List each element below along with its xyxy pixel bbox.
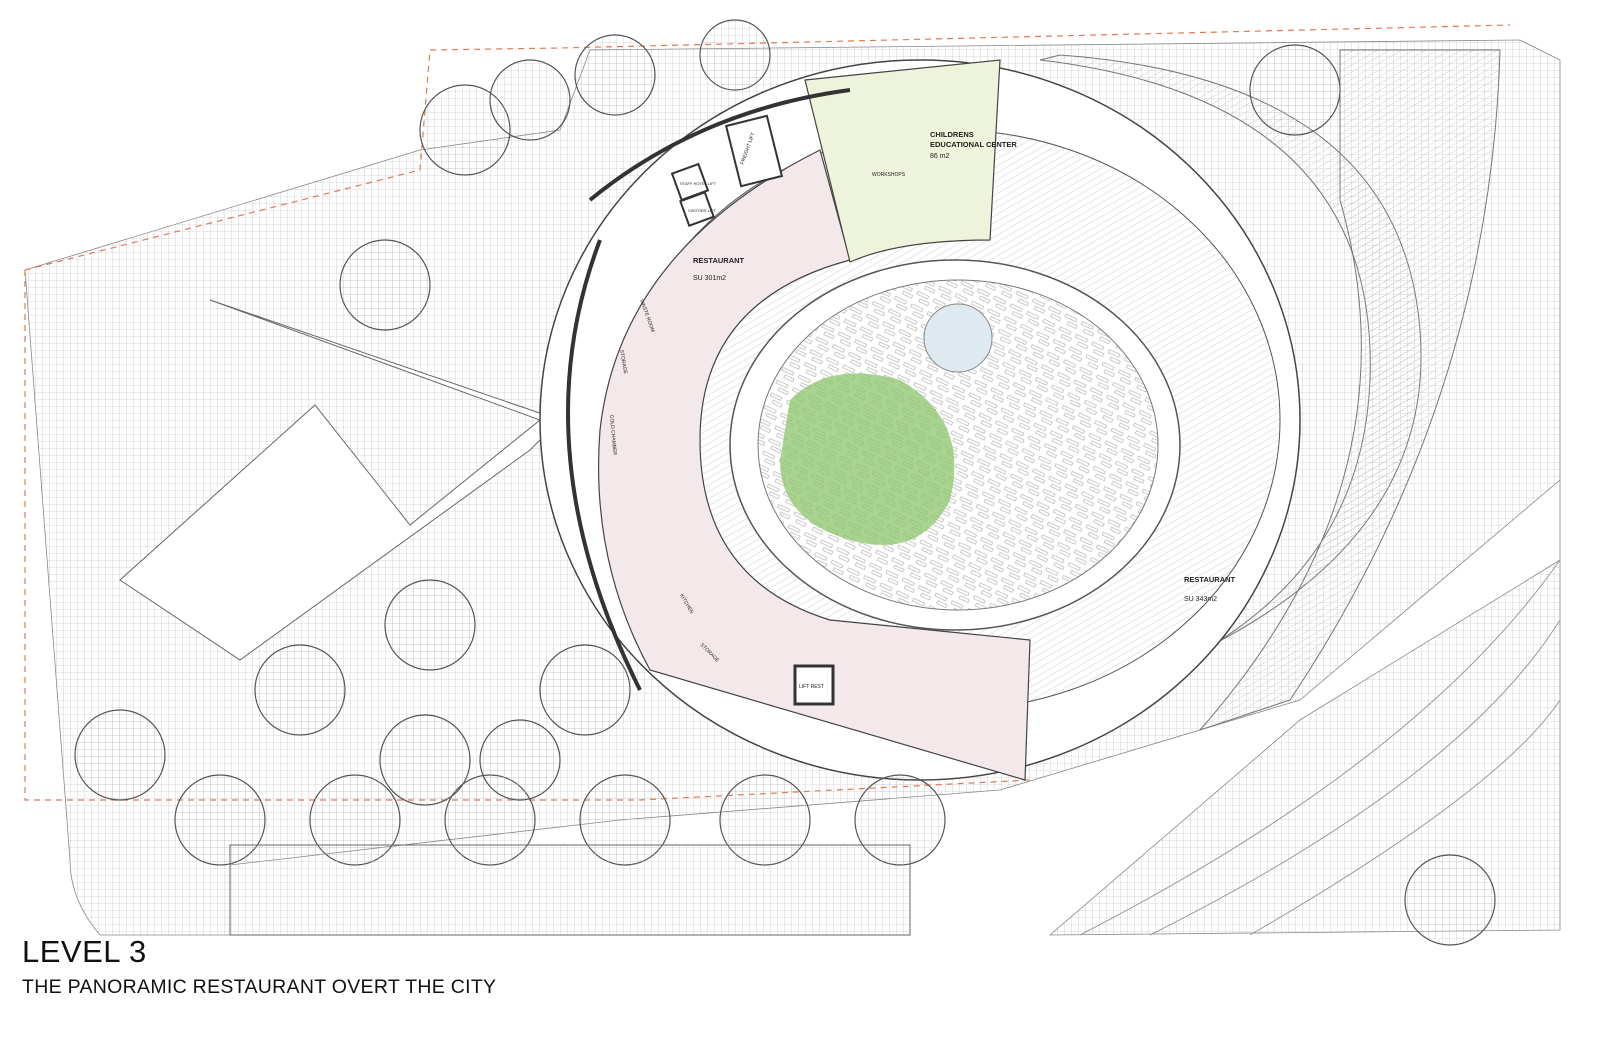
staff-lift-label: STAFF HOTEL LIFT [680, 181, 717, 186]
restaurant-east-area-label: SU 343m2 [1184, 596, 1217, 603]
garden-green [780, 373, 955, 545]
children-label-2: EDUCATIONAL CENTER [930, 140, 1017, 149]
lift-rest [793, 664, 835, 706]
trees [74, 19, 1496, 946]
restaurant-east-label: RESTAURANT [1184, 575, 1236, 584]
lift-rest-label: LIFT REST [799, 684, 824, 690]
children-area-label: 86 m2 [930, 153, 950, 160]
children-center-area [804, 59, 1001, 263]
cold-chamber-label: COLD CHAMBER [608, 415, 618, 456]
road [1079, 559, 1561, 936]
freight-lift [724, 114, 784, 188]
children-label-1: CHILDRENS [930, 130, 974, 139]
visitors-lift [679, 191, 715, 227]
restaurant-west-area [597, 149, 1031, 781]
visitors-lift-label: VISITORS LIFT [688, 208, 716, 213]
drawing-subtitle: THE PANORAMIC RESTAURANT OVERT THE CITY [22, 976, 497, 998]
ramp-outer [1198, 49, 1501, 732]
storage-label-1: STORAGE [618, 349, 628, 375]
restaurant-west-area-label: SU 301m2 [693, 275, 726, 282]
restaurant-west-label: RESTAURANT [693, 256, 745, 265]
drawing-title: LEVEL 3 [22, 934, 147, 969]
bench-strip [229, 844, 911, 936]
pool-circle [923, 303, 993, 373]
workshops-label: WORKSHOPS [872, 172, 906, 178]
outer-wall [566, 88, 851, 691]
